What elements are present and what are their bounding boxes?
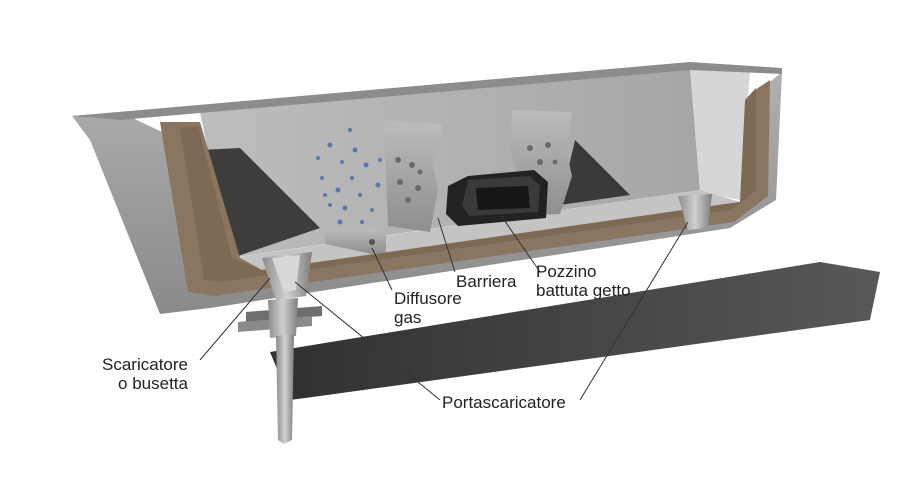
- tundish-top-rim: [72, 62, 782, 120]
- gas-diffuser: [325, 228, 386, 254]
- label-barrier: Barriera: [456, 272, 517, 291]
- label-impact-pad-line1: Pozzino: [536, 262, 597, 281]
- nozzle-holder-right: [678, 194, 712, 230]
- ground-shadow: [270, 262, 880, 400]
- label-nozzle-line2: o busetta: [118, 374, 188, 393]
- label-gas-diffuser-line2: gas: [394, 308, 422, 327]
- tundish-back-wall: [200, 68, 700, 258]
- tundish-right-inner-wall: [690, 68, 750, 200]
- label-nozzle: Scaricatore o busetta: [90, 355, 188, 393]
- label-impact-pad-line2: battuta getto: [536, 281, 631, 300]
- label-gas-diffuser: Diffusore gas: [394, 289, 462, 327]
- nozzle-shroud: [238, 298, 322, 444]
- barrier-left: [384, 120, 442, 232]
- tundish-right-inner-shadow: [560, 140, 630, 205]
- label-nozzle-line1: Scaricatore: [102, 355, 188, 374]
- label-nozzle-holder: Portascaricatore: [442, 393, 566, 412]
- label-impact-pad: Pozzino battuta getto: [536, 262, 631, 300]
- label-gas-diffuser-line1: Diffusore: [394, 289, 462, 308]
- refractory-lining-inner: [180, 88, 756, 282]
- leader-lines: [199, 213, 689, 401]
- gas-bubbles: [316, 128, 382, 225]
